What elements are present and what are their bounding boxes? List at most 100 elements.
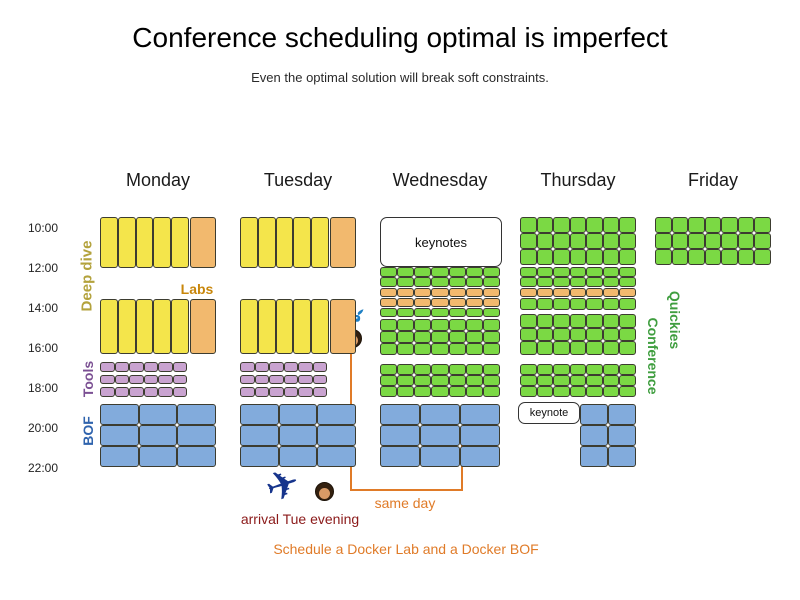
session-cell — [655, 233, 672, 249]
session-cell — [619, 386, 636, 397]
session-cell — [569, 341, 587, 355]
time-label-1800: 18:00 — [27, 381, 58, 395]
session-cell — [397, 308, 415, 317]
session-cell — [240, 362, 255, 372]
thu-keynote: keynote — [518, 402, 580, 424]
wed-quickies-1 — [380, 267, 500, 287]
session-cell — [536, 233, 554, 249]
wed-quickies-3 — [380, 319, 500, 355]
session-cell — [608, 425, 636, 446]
session-cell — [536, 341, 554, 355]
wed-bof — [380, 404, 500, 467]
time-label-1600: 16:00 — [27, 341, 58, 355]
session-cell — [553, 267, 570, 277]
session-cell — [602, 249, 620, 265]
session-cell — [586, 277, 603, 287]
session-cell — [293, 217, 312, 268]
session-cell — [100, 387, 115, 397]
session-cell — [482, 298, 500, 307]
session-cell — [520, 298, 537, 310]
session-cell — [397, 288, 415, 297]
session-cell — [655, 217, 672, 233]
session-cell — [569, 314, 587, 328]
session-cell — [431, 319, 449, 331]
mon-deepdive-pm — [100, 299, 189, 354]
session-cell — [448, 298, 466, 307]
session-cell — [520, 341, 537, 355]
session-cell — [602, 314, 620, 328]
session-cell — [619, 217, 636, 233]
session-cell — [380, 446, 420, 467]
session-cell — [602, 327, 620, 342]
session-cell — [619, 298, 636, 310]
session-cell — [586, 217, 603, 233]
session-cell — [754, 249, 771, 265]
airplane-icon: ✈ — [260, 459, 306, 513]
session-cell — [569, 217, 587, 233]
session-cell — [448, 319, 466, 331]
session-cell — [754, 217, 771, 233]
session-cell — [553, 364, 570, 375]
avatar-face — [319, 488, 330, 499]
session-cell — [553, 277, 570, 287]
session-cell — [138, 425, 178, 446]
tue-labs-pm — [330, 299, 356, 354]
session-cell — [397, 331, 415, 343]
session-cell — [569, 288, 587, 297]
session-cell — [536, 288, 554, 297]
session-cell — [671, 233, 689, 249]
session-cell — [448, 331, 466, 343]
session-cell — [380, 267, 398, 277]
session-cell — [269, 374, 284, 385]
session-cell — [602, 341, 620, 355]
session-cell — [278, 425, 318, 446]
session-cell — [380, 319, 398, 331]
session-cell — [520, 277, 537, 287]
session-cell — [569, 375, 587, 386]
session-cell — [143, 374, 158, 385]
session-cell — [553, 217, 570, 233]
session-cell — [688, 249, 705, 265]
session-cell — [100, 374, 115, 385]
session-cell — [580, 446, 608, 467]
session-cell — [420, 446, 460, 467]
session-cell — [414, 319, 432, 331]
session-cell — [254, 362, 269, 372]
session-cell — [190, 217, 216, 268]
session-cell — [482, 364, 500, 375]
session-cell — [520, 288, 537, 297]
session-cell — [158, 374, 173, 385]
session-cell — [460, 404, 500, 425]
session-cell — [448, 308, 466, 317]
session-cell — [240, 217, 258, 268]
session-cell — [704, 249, 722, 265]
session-cell — [431, 267, 449, 277]
session-cell — [269, 387, 284, 397]
session-cell — [520, 267, 537, 277]
session-cell — [129, 387, 144, 397]
session-cell — [190, 299, 216, 354]
session-cell — [553, 233, 570, 249]
session-cell — [254, 374, 269, 385]
thu-bof — [580, 404, 636, 467]
session-cell — [737, 249, 755, 265]
session-cell — [536, 298, 554, 310]
session-cell — [536, 314, 554, 328]
session-cell — [482, 277, 500, 287]
session-cell — [737, 233, 755, 249]
wed-labs-row-2 — [380, 298, 500, 307]
session-cell — [586, 267, 603, 277]
session-cell — [431, 386, 449, 397]
session-cell — [380, 343, 398, 355]
day-header-friday: Friday — [687, 170, 739, 190]
session-cell — [721, 249, 738, 265]
day-header-thursday: Thursday — [540, 170, 616, 190]
track-label-conference: Conference — [645, 317, 661, 395]
thu-quickies-4 — [520, 364, 636, 397]
session-cell — [553, 327, 570, 342]
session-cell — [283, 362, 298, 372]
session-cell — [655, 249, 672, 265]
mon-deepdive-am — [100, 217, 189, 268]
session-cell — [569, 277, 587, 287]
session-cell — [586, 341, 603, 355]
